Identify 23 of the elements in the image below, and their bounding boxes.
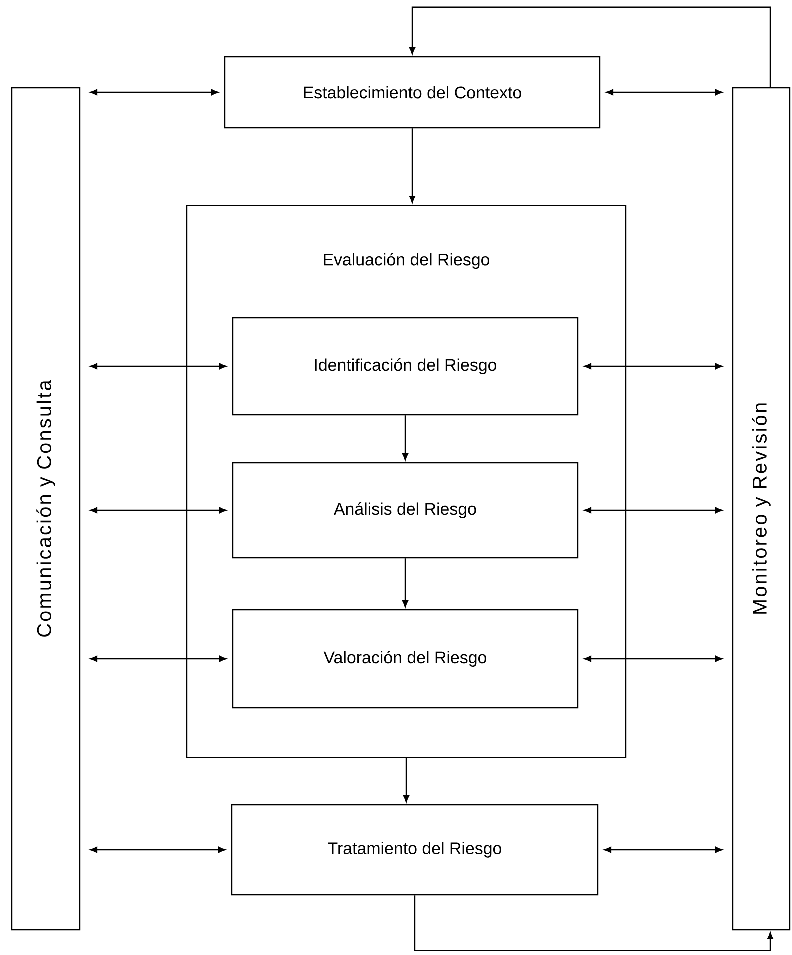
arrow [604,846,723,854]
process-box: Identificación del Riesgo [232,317,579,416]
process-box: Análisis del Riesgo [232,462,579,559]
arrow [90,89,219,96]
arrow [606,89,723,96]
arrow [90,507,227,514]
arrow [409,128,416,204]
side-bar: Comunicación y Consulta [11,87,81,931]
arrow [402,558,409,608]
process-box: Tratamiento del Riesgo [231,804,599,896]
arrow [584,656,723,662]
arrow [403,758,410,803]
process-box: Valoración del Riesgo [232,609,579,709]
arrow [90,846,226,854]
arrow [90,363,227,370]
arrow [402,416,409,461]
arrow [584,363,723,370]
arrow [414,896,774,952]
side-bar: Monitoreo y Revisión [732,87,791,931]
arrow [409,6,772,88]
arrow [90,656,227,662]
arrow [584,507,723,514]
process-box: Establecimiento del Contexto [224,56,601,129]
